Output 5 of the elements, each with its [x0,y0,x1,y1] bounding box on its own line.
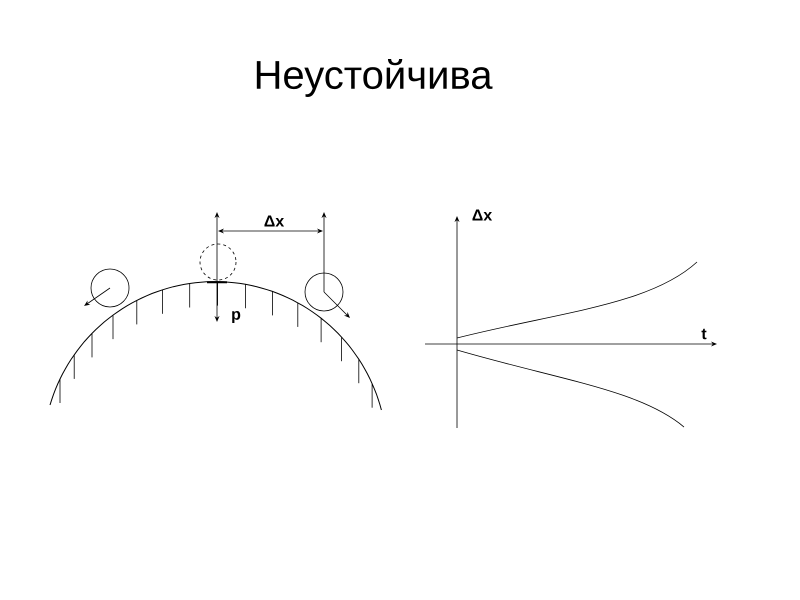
axis-label: Δx [472,210,492,220]
displacement-label: Δx [264,216,284,226]
axis-label: t [702,328,706,340]
title: Неустойчива [256,59,492,97]
force-label: p [232,311,240,323]
